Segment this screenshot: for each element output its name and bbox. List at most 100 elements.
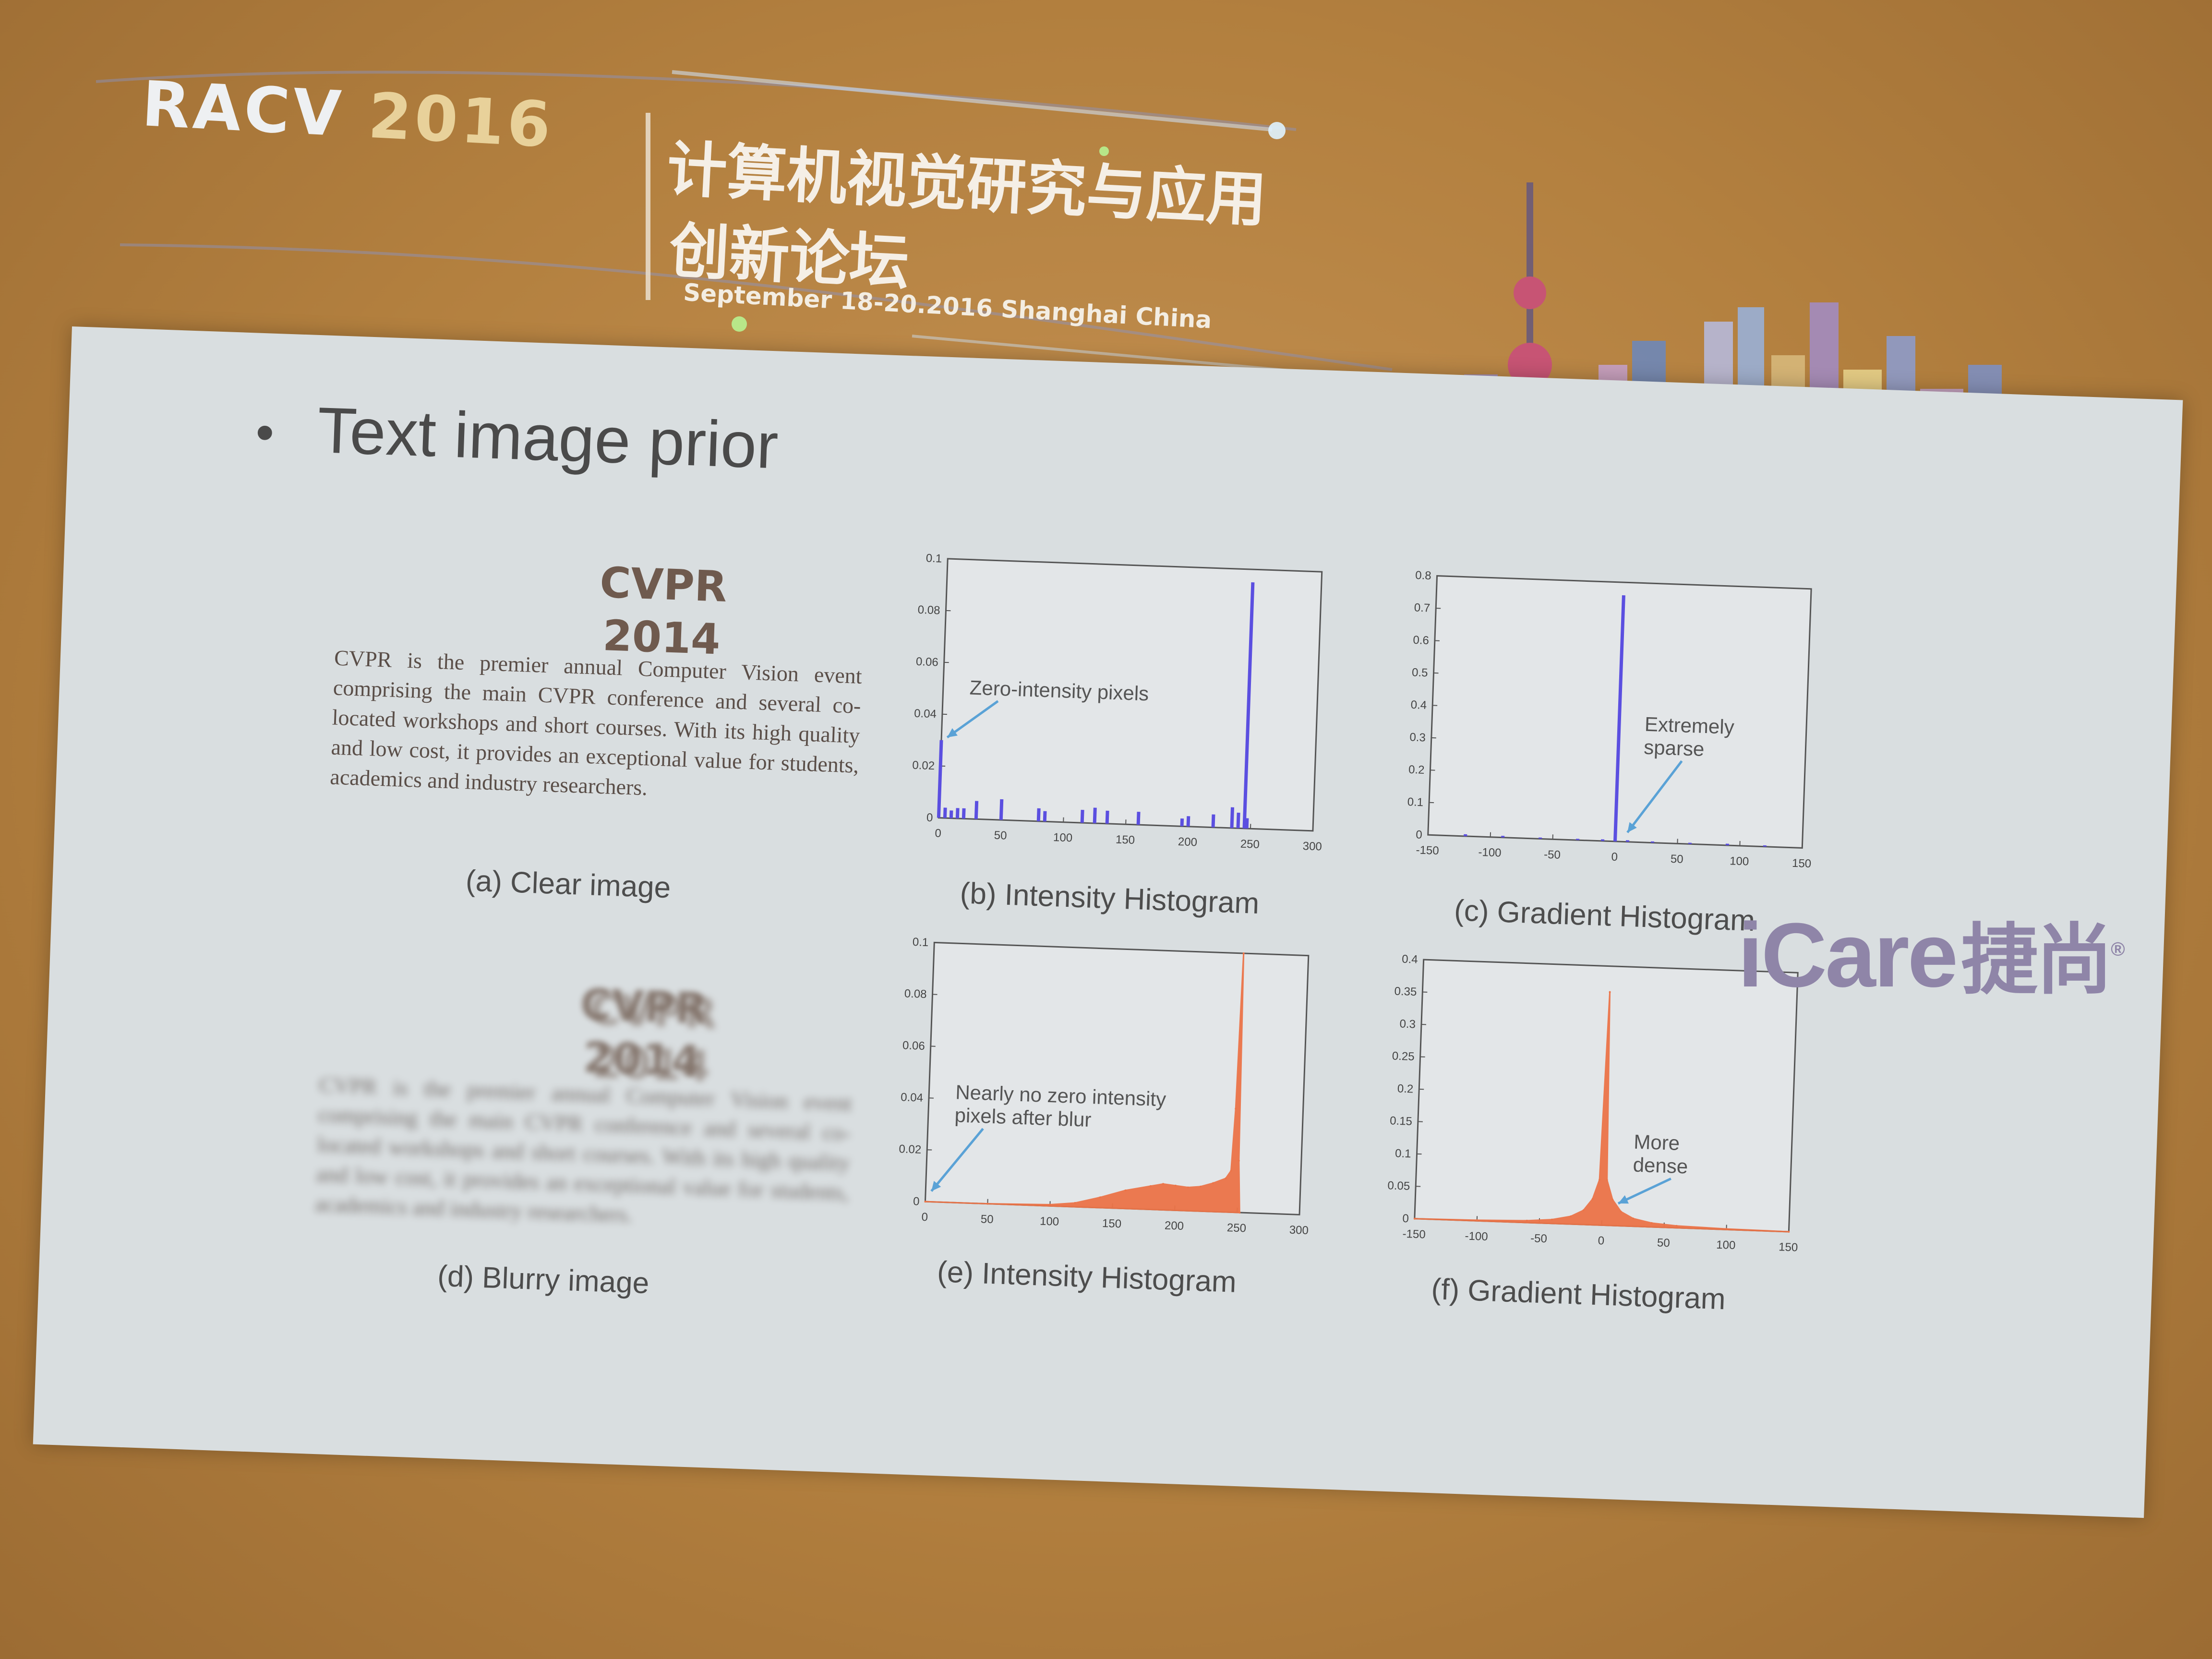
histogram-bar xyxy=(1136,812,1141,825)
histogram-point xyxy=(1599,1178,1601,1181)
histogram-point xyxy=(1620,1211,1622,1213)
y-tick-label: 0.8 xyxy=(1415,569,1431,582)
banner-divider xyxy=(646,113,650,300)
x-tick-label: -100 xyxy=(1465,1229,1488,1243)
y-tick-label: 0.6 xyxy=(1413,634,1429,647)
histogram-point xyxy=(1238,1212,1241,1214)
annotation-arrow xyxy=(930,1128,984,1192)
y-tick-label: 0.7 xyxy=(1414,601,1430,614)
histogram-bar xyxy=(937,740,943,818)
x-tick-label: 300 xyxy=(1289,1224,1309,1237)
y-tick-label: 0 xyxy=(1402,1212,1409,1225)
y-tick-label: 0.4 xyxy=(1402,952,1418,966)
slide: •Text image prior CVPR 2014 CVPR is the … xyxy=(33,326,2183,1518)
plot-frame xyxy=(924,941,1310,1215)
histogram-point xyxy=(1476,1219,1478,1221)
histogram-bar xyxy=(999,799,1004,820)
histogram-point xyxy=(1199,1185,1202,1188)
histogram-point xyxy=(1675,1225,1678,1227)
annotation-line: pixels after blur xyxy=(954,1104,1092,1131)
annotation-arrow xyxy=(946,700,999,739)
y-tick-label: 0.05 xyxy=(1387,1179,1410,1193)
y-tick-label: 0.06 xyxy=(916,655,939,669)
histogram-point xyxy=(1149,1185,1152,1187)
x-tick-label: 200 xyxy=(1165,1219,1184,1233)
logo-registered-mark: ® xyxy=(2111,938,2125,960)
histogram-point xyxy=(1074,1202,1076,1204)
histogram-point xyxy=(1174,1185,1177,1187)
chart-annotation: Extremelysparse xyxy=(1644,713,1735,761)
histogram-point xyxy=(1238,1159,1240,1162)
x-tick-label: 100 xyxy=(1730,854,1749,868)
histogram-bar xyxy=(1613,595,1625,842)
x-tick-label: 50 xyxy=(1657,1236,1671,1250)
annotation-line: More xyxy=(1634,1130,1680,1154)
histogram-bar xyxy=(1242,582,1255,829)
caption-c: (c) Gradient Histogram xyxy=(1454,894,1756,938)
y-tick-label: 0.1 xyxy=(912,936,928,949)
histogram-point xyxy=(1413,1217,1416,1220)
x-tick-label: -150 xyxy=(1416,843,1439,857)
histogram-point xyxy=(1611,1199,1614,1201)
y-tick-label: 0.35 xyxy=(1394,985,1417,998)
y-tick-label: 0.25 xyxy=(1392,1049,1415,1063)
chart-annotation: Moredense xyxy=(1633,1130,1689,1178)
histogram-bar xyxy=(1211,814,1215,828)
histogram-point xyxy=(924,1201,926,1203)
histogram-point xyxy=(1650,1222,1653,1224)
clear-image-paragraph: CVPR is the premier annual Computer Visi… xyxy=(329,645,863,800)
histogram-point xyxy=(1230,1169,1232,1172)
logo-cn-text: 捷尚 xyxy=(1961,915,2113,1005)
x-tick-label: 100 xyxy=(1716,1238,1736,1252)
caption-a: (a) Clear image xyxy=(465,864,672,905)
histogram-point xyxy=(1225,1177,1227,1179)
histogram-point xyxy=(1632,1217,1635,1220)
histogram-bar xyxy=(1093,807,1097,824)
caption-b: (b) Intensity Histogram xyxy=(959,877,1260,921)
x-tick-label: 50 xyxy=(1670,853,1683,866)
y-tick-label: 0.2 xyxy=(1397,1082,1413,1095)
x-tick-label: -100 xyxy=(1478,846,1502,860)
x-tick-label: 0 xyxy=(1611,851,1618,864)
histogram-point xyxy=(1187,1186,1189,1189)
histogram-point xyxy=(1049,1203,1051,1206)
logo-text: iCare xyxy=(1738,904,1958,1006)
y-tick-label: 0 xyxy=(913,1195,920,1208)
y-tick-label: 0.3 xyxy=(1409,731,1426,744)
y-tick-label: 0.02 xyxy=(912,759,935,773)
y-tick-label: 0.5 xyxy=(1412,666,1428,679)
x-tick-label: 200 xyxy=(1178,835,1197,849)
x-tick-label: 150 xyxy=(1116,833,1135,847)
y-tick-label: 0.04 xyxy=(901,1091,924,1105)
x-tick-label: 100 xyxy=(1040,1215,1059,1228)
y-tick-label: 0.3 xyxy=(1399,1017,1416,1031)
y-tick-label: 0 xyxy=(1416,828,1422,841)
x-tick-label: -50 xyxy=(1544,848,1561,862)
x-tick-label: 300 xyxy=(1302,840,1322,853)
histogram-point xyxy=(1582,1209,1585,1212)
racv-year: 2016 xyxy=(366,79,555,162)
y-tick-label: 0.1 xyxy=(1395,1147,1411,1160)
icare-logo: iCare捷尚® xyxy=(1738,898,2125,1009)
histogram-point xyxy=(1606,1179,1608,1181)
blurry-ghost-line-1: CVPR xyxy=(589,985,718,1039)
histogram-point xyxy=(1609,991,1611,993)
histogram-point xyxy=(1162,1183,1165,1185)
x-tick-label: 0 xyxy=(1598,1234,1604,1247)
y-tick-label: 0.02 xyxy=(899,1142,922,1156)
x-tick-label: 100 xyxy=(1053,831,1073,844)
histogram-bar xyxy=(962,808,966,819)
y-tick-label: 0.1 xyxy=(926,552,942,565)
x-tick-label: 250 xyxy=(1240,838,1260,851)
y-tick-label: 0.4 xyxy=(1410,698,1427,712)
x-tick-label: 0 xyxy=(935,827,941,840)
x-tick-label: 50 xyxy=(980,1213,994,1226)
annotation-line: sparse xyxy=(1644,736,1705,760)
y-tick-label: 0.04 xyxy=(914,707,937,721)
histogram-point xyxy=(1526,1219,1528,1222)
